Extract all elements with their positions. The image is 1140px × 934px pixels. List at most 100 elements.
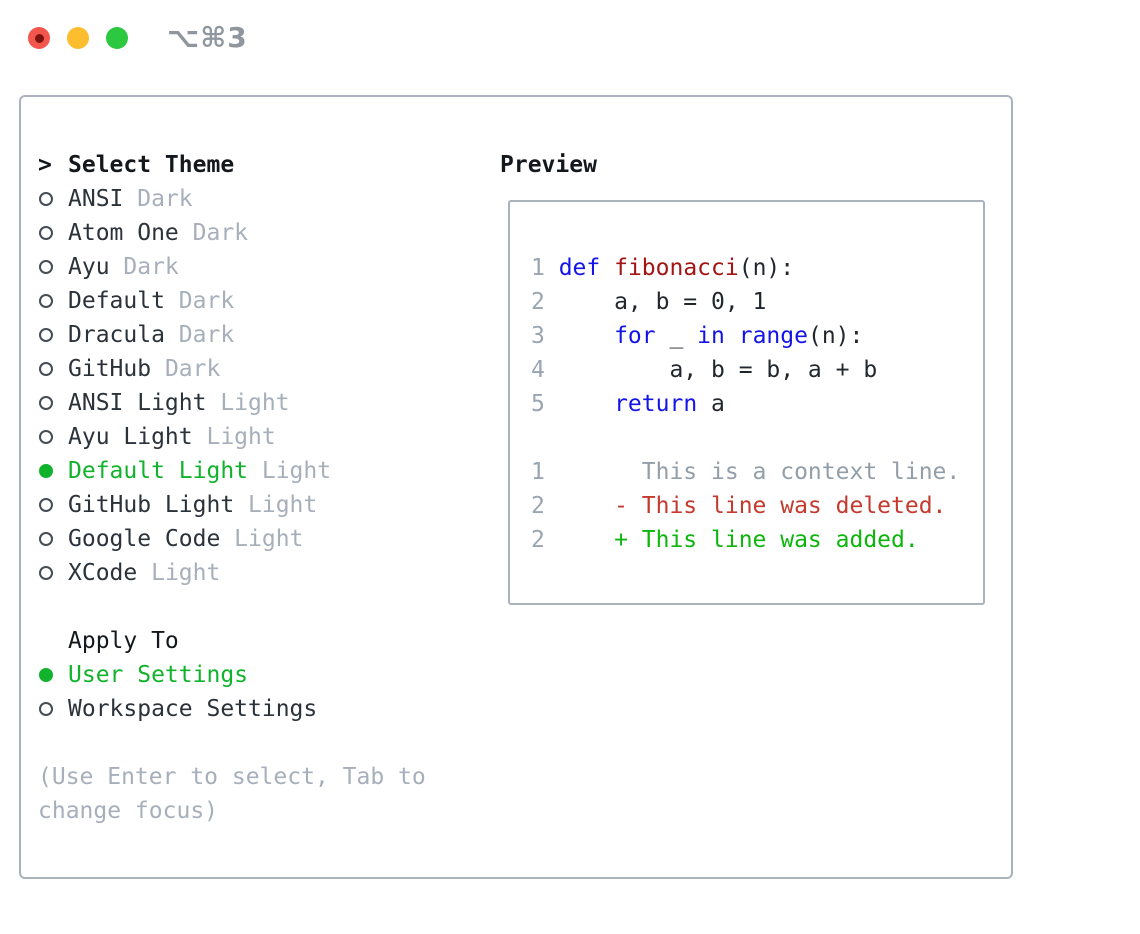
- theme-variant-tag: Dark: [178, 288, 235, 314]
- theme-option[interactable]: Default Dark: [38, 284, 426, 318]
- minimize-button[interactable]: [67, 27, 89, 49]
- theme-option[interactable]: ANSI Dark: [38, 182, 426, 216]
- marker-cell: [38, 192, 68, 206]
- theme-option[interactable]: GitHub Light Light: [38, 488, 426, 522]
- prompt-icon: >: [38, 152, 52, 178]
- code-text: (n):: [807, 323, 864, 349]
- theme-option[interactable]: Atom One Dark: [38, 216, 426, 250]
- code-text: + This line was added.: [558, 527, 919, 553]
- code-line: 3 for _ in range(n):: [531, 319, 983, 353]
- theme-name: Atom One: [68, 220, 179, 246]
- theme-variant-tag: Dark: [137, 186, 193, 212]
- code-text: for: [614, 323, 656, 349]
- code-line: 2 a, b = 0, 1: [531, 285, 983, 319]
- theme-name: GitHub Light: [68, 492, 235, 518]
- theme-variant-tag: Light: [261, 458, 332, 484]
- theme-option[interactable]: Ayu Light Light: [38, 420, 426, 454]
- line-number: 2: [531, 289, 545, 315]
- radio-icon: [39, 362, 53, 376]
- footer-hint-line: change focus): [38, 798, 219, 824]
- theme-variant-tag: Light: [220, 390, 290, 416]
- code-text: def: [558, 255, 601, 281]
- theme-variant-tag: Dark: [192, 220, 249, 246]
- apply-to-title: Apply To: [68, 628, 179, 654]
- marker-cell: [38, 566, 68, 580]
- line-number: 2: [531, 527, 545, 553]
- theme-name: ANSI: [68, 186, 124, 212]
- marker-cell: [38, 464, 68, 478]
- marker-cell: [38, 498, 68, 512]
- apply-to-header: Apply To: [38, 624, 426, 658]
- radio-icon: [39, 396, 53, 410]
- code-text: [559, 391, 614, 417]
- radio-icon: [39, 430, 53, 444]
- code-line: 2 - This line was deleted.: [531, 489, 983, 523]
- radio-icon: [39, 464, 53, 478]
- radio-icon: [39, 226, 53, 240]
- radio-icon: [39, 328, 53, 342]
- radio-icon: [39, 260, 53, 274]
- apply-option-label: User Settings: [68, 662, 249, 688]
- theme-name: Ayu Light: [68, 424, 193, 450]
- theme-variant-tag: Light: [206, 424, 276, 450]
- apply-option-label: Workspace Settings: [68, 696, 318, 722]
- radio-icon: [39, 702, 53, 716]
- code-text: fibonacci: [614, 255, 739, 281]
- code-line: 5 return a: [531, 387, 983, 421]
- theme-variant-tag: Light: [248, 492, 318, 518]
- theme-list-title: Select Theme: [68, 152, 235, 178]
- theme-variant-tag: Light: [234, 526, 304, 552]
- line-number: 2: [531, 493, 545, 519]
- theme-name: GitHub: [68, 356, 152, 382]
- marker-cell: [38, 430, 68, 444]
- window-shortcut-label: ⌥⌘3: [167, 21, 248, 54]
- marker-cell: [38, 294, 68, 308]
- code-text: [725, 323, 739, 349]
- code-text: a: [697, 391, 725, 417]
- close-button[interactable]: [28, 27, 50, 49]
- theme-name: Default Light: [68, 458, 249, 484]
- code-text: This is a context line.: [558, 459, 961, 485]
- theme-name: Default: [68, 288, 165, 314]
- marker-cell: [38, 702, 68, 716]
- code-text: a, b = 0, 1: [558, 289, 767, 315]
- line-number: 1: [531, 255, 545, 281]
- apply-option[interactable]: User Settings: [38, 658, 426, 692]
- theme-option[interactable]: Default Light Light: [38, 454, 426, 488]
- line-number: 5: [531, 391, 545, 417]
- preview-title: Preview: [500, 152, 597, 178]
- radio-icon: [39, 192, 53, 206]
- blank-line: [531, 421, 983, 455]
- marker-cell: [38, 396, 68, 410]
- line-number: 3: [531, 323, 545, 349]
- marker-cell: [38, 532, 68, 546]
- marker-cell: [38, 668, 68, 682]
- code-text: - This line was deleted.: [558, 493, 947, 519]
- radio-icon: [39, 668, 53, 682]
- radio-icon: [39, 294, 53, 308]
- line-number: 1: [531, 459, 545, 485]
- theme-name: ANSI Light: [68, 390, 207, 416]
- section-gap: [38, 726, 426, 760]
- theme-name: Ayu: [68, 254, 110, 280]
- record-dot-icon: [34, 33, 44, 43]
- code-text: in: [697, 323, 725, 349]
- apply-option[interactable]: Workspace Settings: [38, 692, 426, 726]
- theme-variant-tag: Light: [151, 560, 221, 586]
- code-line: 1 This is a context line.: [531, 455, 983, 489]
- zoom-button[interactable]: [106, 27, 128, 49]
- theme-option[interactable]: ANSI Light Light: [38, 386, 426, 420]
- radio-icon: [39, 532, 53, 546]
- marker-cell: >: [38, 152, 68, 178]
- titlebar: ⌥⌘3: [0, 0, 1140, 78]
